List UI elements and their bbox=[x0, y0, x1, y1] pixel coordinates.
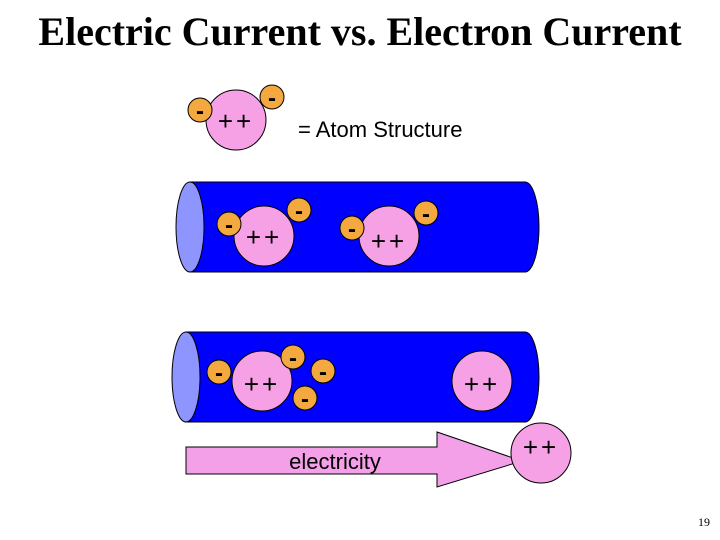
electricity-arrow: electricity bbox=[186, 432, 522, 487]
nucleus-label: ++ bbox=[246, 222, 282, 252]
electron-label: - bbox=[268, 85, 276, 112]
electron-label: - bbox=[295, 198, 303, 225]
arrow-label: electricity bbox=[289, 449, 381, 474]
nucleus-label: ++ bbox=[244, 369, 280, 399]
electron-label: - bbox=[301, 386, 309, 413]
electron-label: - bbox=[196, 98, 204, 125]
page-number: 19 bbox=[698, 515, 710, 530]
nucleus-label: ++ bbox=[464, 369, 500, 399]
electron-label: - bbox=[289, 345, 297, 372]
electron-label: - bbox=[225, 212, 233, 239]
electron-label: - bbox=[319, 359, 327, 386]
legend-label: = Atom Structure bbox=[298, 117, 462, 142]
wire-top: ++ - - ++ - - bbox=[176, 182, 539, 272]
electron-label: - bbox=[348, 216, 356, 243]
nucleus-label: ++ bbox=[523, 432, 559, 462]
wire-end bbox=[176, 182, 204, 272]
nucleus-label: ++ bbox=[371, 226, 407, 256]
nucleus-label: ++ bbox=[218, 106, 254, 136]
legend-atom: ++ - - bbox=[188, 85, 284, 150]
wire-end bbox=[172, 332, 200, 422]
wire-bottom: ++ - - - - ++ bbox=[172, 332, 539, 422]
electron-label: - bbox=[422, 201, 430, 228]
free-nucleus: ++ bbox=[511, 423, 571, 483]
electron-label: - bbox=[215, 360, 223, 387]
